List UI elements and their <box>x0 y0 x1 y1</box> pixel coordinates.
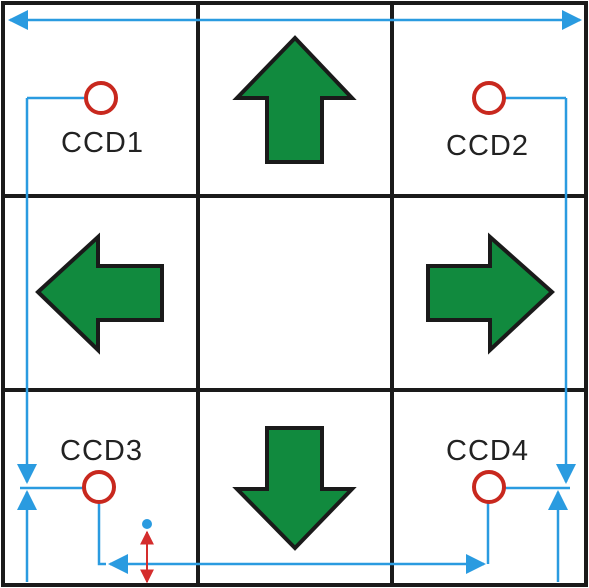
ccd4-label: CCD4 <box>446 435 529 467</box>
ccd2-label: CCD2 <box>446 130 529 162</box>
down-arrow-icon <box>232 426 357 551</box>
direction-arrows <box>35 35 555 551</box>
up-arrow-icon <box>232 35 357 164</box>
ccd2-marker <box>472 81 506 115</box>
ccd-markers <box>82 81 506 504</box>
ccd4-marker <box>472 470 506 504</box>
ccd3-drop <box>97 502 106 566</box>
ccd3-label: CCD3 <box>60 435 143 467</box>
ccd1-marker <box>84 81 118 115</box>
left-arrow-icon <box>35 232 164 355</box>
ccd1-label: CCD1 <box>61 127 144 159</box>
right-arrow-icon <box>426 232 555 355</box>
dimension-lines <box>8 10 582 582</box>
offset-dot <box>142 519 152 529</box>
ccd3-marker <box>82 470 116 504</box>
offset-dimension <box>140 519 154 584</box>
